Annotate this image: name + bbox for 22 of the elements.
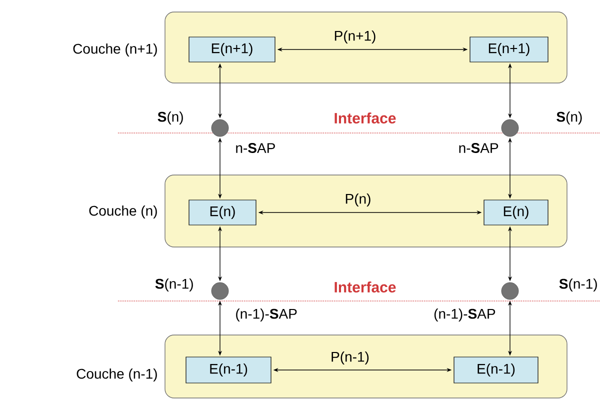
- edge-label: P(n): [344, 192, 372, 208]
- service-label: S(n): [158, 111, 183, 125]
- layer-label: Couche (n-1): [76, 368, 157, 382]
- service-label: S(n-1): [559, 278, 597, 292]
- edge-label: P(n+1): [332, 29, 378, 45]
- layer-label: Couche (n+1): [73, 43, 157, 57]
- sap-label: n-SAP: [236, 143, 275, 153]
- entity-box: E(n): [484, 200, 548, 226]
- layer-label: Couche (n): [89, 205, 157, 219]
- interface-label: Interface: [334, 112, 396, 124]
- service-label: S(n-1): [155, 278, 193, 292]
- interface-label: Interface: [334, 282, 396, 292]
- entity-box: E(n-1): [186, 356, 272, 384]
- entity-box: E(n-1): [454, 356, 538, 384]
- sap-label: (n-1)-SAP: [236, 308, 297, 322]
- entity-box: E(n): [188, 200, 256, 226]
- entity-box: E(n+1): [188, 36, 276, 62]
- service-label: S(n): [556, 111, 582, 125]
- sap-label: (n-1)-SAP: [434, 308, 496, 322]
- entity-box: E(n+1): [470, 36, 548, 62]
- edge-label: P(n-1): [330, 350, 370, 366]
- sap-label: n-SAP: [459, 143, 498, 153]
